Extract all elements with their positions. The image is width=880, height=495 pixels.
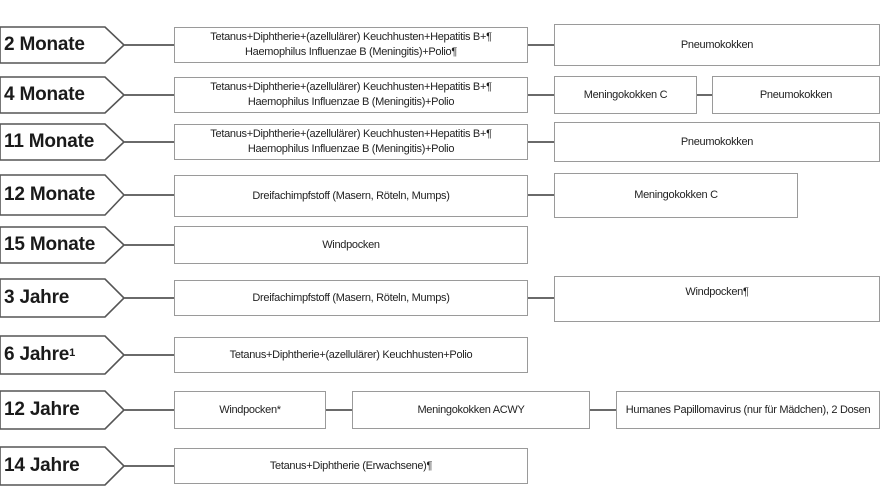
footnote-marker: 1: [69, 347, 76, 359]
vaccine-box: Tetanus+Diphtherie (Erwachsene)¶: [174, 448, 528, 484]
age-label: 15 Monate: [4, 234, 96, 255]
age-label: 12 Jahre: [4, 399, 80, 420]
age-tag-arrow: [0, 76, 126, 114]
vaccine-box: Tetanus+Diphtherie+(azellulärer) Keuchhu…: [174, 124, 528, 160]
age-tag-arrow: [0, 123, 126, 161]
vaccine-box: Dreifachimpfstoff (Masern, Röteln, Mumps…: [174, 175, 528, 217]
age-label: 2 Monate: [4, 34, 85, 55]
age-label: 11 Monate: [4, 131, 95, 152]
age-label: 4 Monate: [4, 84, 85, 105]
age-tag-arrow: [0, 226, 126, 264]
vaccine-box: Meningokokken C: [554, 76, 697, 114]
vaccine-box: Pneumokokken: [712, 76, 880, 114]
age-label: 14 Jahre: [4, 455, 80, 476]
age-tag-arrow: [0, 390, 126, 430]
vaccine-box: Pneumokokken: [554, 24, 880, 66]
vaccine-box: Tetanus+Diphtherie+(azellulärer) Keuchhu…: [174, 77, 528, 113]
age-tag-arrow: [0, 335, 126, 375]
vaccine-box: Tetanus+Diphtherie+(azellulärer) Keuchhu…: [174, 27, 528, 63]
vaccine-box: Windpocken¶: [554, 276, 880, 322]
vaccine-box: Meningokokken ACWY: [352, 391, 590, 429]
vaccine-box: Pneumokokken: [554, 122, 880, 162]
age-tag-arrow: [0, 278, 126, 318]
vaccine-box: Windpocken*: [174, 391, 326, 429]
vaccine-box: Meningokokken C: [554, 173, 798, 218]
vaccine-box: Dreifachimpfstoff (Masern, Röteln, Mumps…: [174, 280, 528, 316]
age-tag-arrow: [0, 26, 126, 64]
age-tag-arrow: [0, 446, 126, 486]
vaccine-box: Tetanus+Diphtherie+(azellulärer) Keuchhu…: [174, 337, 528, 373]
age-label: 3 Jahre: [4, 287, 70, 308]
vaccine-box: Windpocken: [174, 226, 528, 264]
vaccine-box: Humanes Papillomavirus (nur für Mädchen)…: [616, 391, 880, 429]
age-label: 12 Monate: [4, 184, 96, 205]
age-tag-arrow: [0, 174, 126, 216]
